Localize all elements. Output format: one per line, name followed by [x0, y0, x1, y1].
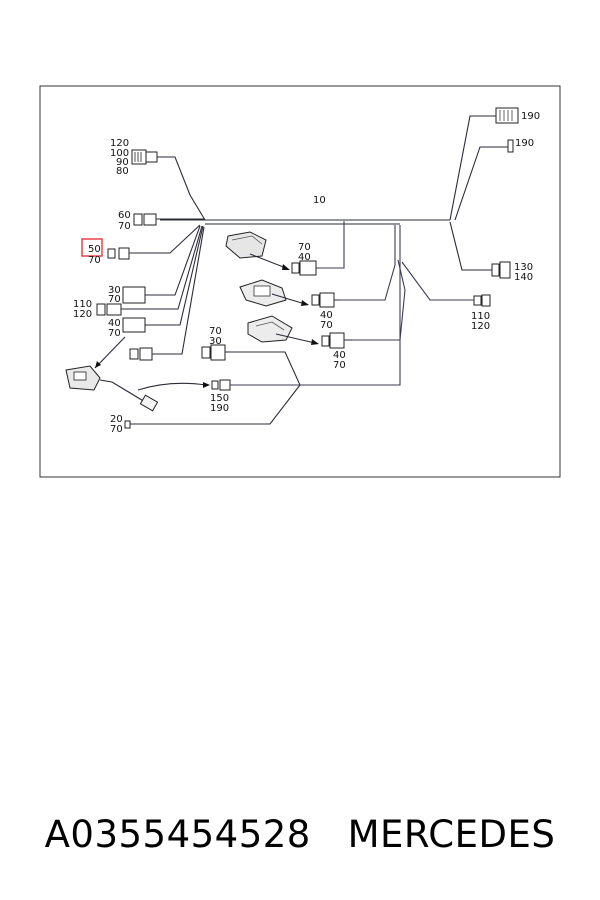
center-wire-c — [401, 261, 474, 301]
label-10: 10 — [313, 195, 326, 206]
label-70-d: 70 — [108, 328, 121, 339]
label-130: 130 — [514, 262, 533, 273]
right-branch-top — [449, 115, 496, 221]
label-40-c: 40 — [320, 310, 333, 321]
center-wire-d — [316, 221, 345, 269]
arrow-head-switch — [95, 361, 101, 368]
wire-110-120-left — [121, 225, 203, 310]
label-140: 140 — [514, 272, 533, 283]
switch-module — [65, 365, 101, 391]
connector-40-70-left — [122, 317, 146, 333]
right-branch-130 — [449, 221, 492, 271]
center-wire-b — [352, 259, 406, 341]
connector-110-120-right — [473, 294, 491, 307]
connector-190-top — [495, 107, 519, 124]
arrow-head-lamp-bottom — [311, 339, 319, 345]
label-110-b: 110 — [471, 311, 490, 322]
arrow-head-lamp-middle — [301, 300, 309, 306]
connector-70-30 — [201, 344, 226, 361]
label-40-a: 40 — [108, 318, 121, 329]
lamp-housing-middle — [239, 279, 287, 307]
wire-40-70-left — [145, 225, 204, 326]
label-190-a: 190 — [210, 403, 229, 414]
label-120-c: 120 — [471, 321, 490, 332]
label-30-a: 30 — [108, 285, 121, 296]
connector-lower-left — [129, 347, 153, 361]
label-110-a: 110 — [73, 299, 92, 310]
label-70-g: 70 — [298, 242, 311, 253]
label-60: 60 — [118, 210, 131, 221]
wire-150-190 — [230, 225, 401, 386]
label-40-d: 40 — [333, 350, 346, 361]
label-70-a: 70 — [118, 221, 131, 232]
connector-60-70 — [133, 213, 157, 226]
wire-lower-left — [152, 226, 205, 355]
lamp-housing-top — [225, 231, 267, 259]
connector-150-190 — [211, 379, 231, 391]
wire-50-70 — [129, 224, 201, 254]
connector-50-70 — [107, 247, 130, 260]
label-150: 150 — [210, 393, 229, 404]
arrow-lamp-bottom — [275, 333, 316, 344]
part-number: A0355454528 — [44, 813, 311, 856]
label-70-e: 70 — [209, 326, 222, 337]
label-30-b: 30 — [209, 336, 222, 347]
connector-110-120-left — [96, 303, 122, 316]
label-20: 20 — [110, 414, 123, 425]
connector-switch-end — [139, 394, 159, 412]
label-120-b: 120 — [73, 309, 92, 320]
label-190-c: 190 — [515, 138, 534, 149]
arrow-lamp-middle — [271, 293, 306, 305]
highlight-box — [81, 238, 103, 257]
connector-70-40 — [291, 260, 317, 276]
switch-lead — [99, 379, 151, 406]
connector-40-70-mid — [311, 292, 335, 308]
arrow-head-lamp-top — [282, 264, 290, 270]
connector-190-mid — [507, 139, 514, 153]
footer-caption: A0355454528 MERCEDES — [0, 800, 600, 870]
brand-name: MERCEDES — [347, 813, 556, 856]
label-70-b: 70 — [88, 255, 101, 266]
label-50: 50 — [88, 244, 101, 255]
arrow-150-190 — [137, 382, 207, 391]
label-80: 80 — [116, 166, 129, 177]
wiring-harness-diagram: 120 100 90 80 10 60 70 50 70 30 70 110 1… — [39, 85, 561, 478]
arrow-lamp-top — [249, 253, 287, 269]
arrow-head-150-190 — [203, 382, 210, 388]
label-90: 90 — [116, 157, 129, 168]
connector-20-70 — [124, 420, 131, 429]
label-40-b: 40 — [298, 252, 311, 263]
label-100: 100 — [110, 148, 129, 159]
connector-130-140 — [491, 261, 511, 279]
label-190-b: 190 — [521, 111, 540, 122]
center-wire-a — [340, 225, 396, 301]
label-70-h: 70 — [320, 320, 333, 331]
branch-wire-top-left — [157, 156, 206, 221]
wire-70-30 — [225, 351, 301, 386]
connector-30-70 — [122, 286, 146, 304]
label-120-a: 120 — [110, 138, 129, 149]
wire-30-70 — [145, 225, 201, 296]
right-branch-mid — [454, 146, 508, 221]
wire-20-70 — [130, 384, 301, 425]
label-70-f: 70 — [110, 424, 123, 435]
arrow-switch — [94, 336, 126, 369]
label-70-c: 70 — [108, 294, 121, 305]
diagram-frame — [39, 85, 561, 478]
label-70-i: 70 — [333, 360, 346, 371]
connector-top-left — [131, 149, 158, 165]
